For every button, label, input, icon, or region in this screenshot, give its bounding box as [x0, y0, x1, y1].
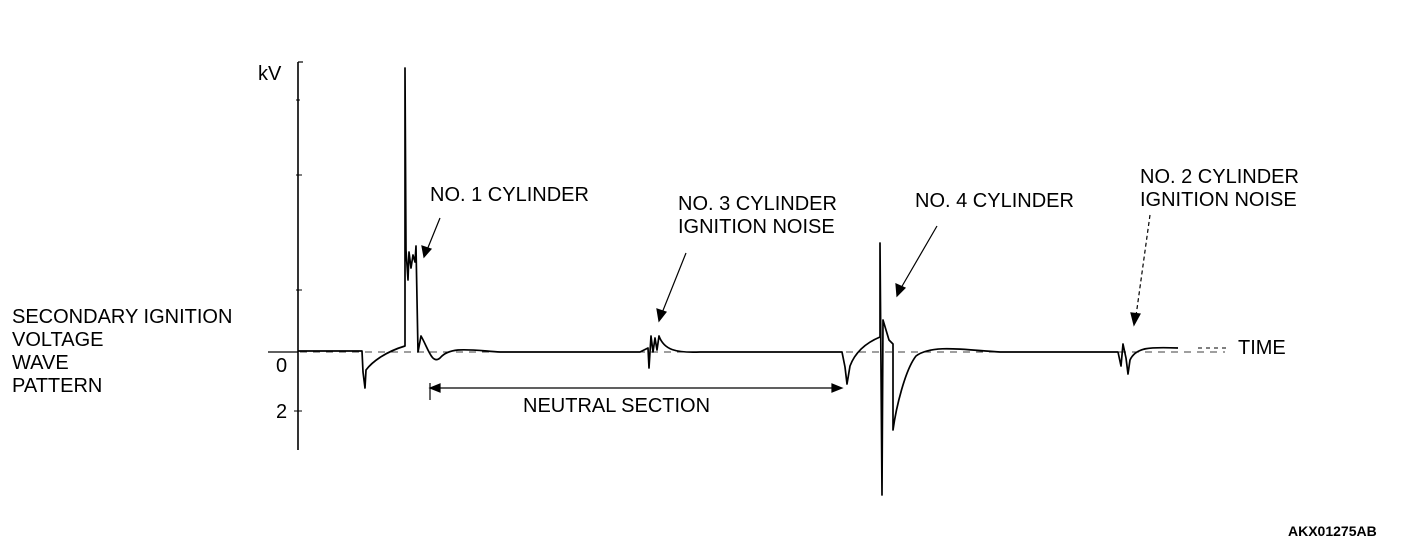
axis-tick-label-2: 2	[276, 401, 288, 423]
callout-cyl1: NO. 1 CYLINDER	[430, 184, 589, 206]
figure-code: AKX01275AB	[1288, 523, 1377, 539]
callout-cyl3-line-1: NO. 3 CYLINDER	[678, 193, 837, 215]
arrow-cyl3	[656, 252, 687, 323]
callout-cyl4: NO. 4 CYLINDER	[915, 190, 1074, 212]
arrow-cyl2	[1130, 214, 1151, 327]
left-label-line-2: VOLTAGE	[12, 329, 104, 351]
time-label: TIME	[1238, 337, 1286, 359]
axis-tick-label-0: 0	[276, 355, 288, 377]
neutral-section-label: NEUTRAL SECTION	[523, 395, 711, 417]
arrow-cyl1	[421, 217, 441, 259]
neutral-section-arrow	[428, 383, 844, 400]
waveform-trace	[298, 67, 1179, 496]
left-label-line-1: SECONDARY IGNITION	[12, 306, 233, 328]
left-label-line-3: WAVE	[12, 352, 69, 374]
callout-cyl3-line-2: IGNITION NOISE	[678, 216, 835, 238]
callout-cyl2-line-2: IGNITION NOISE	[1140, 189, 1297, 211]
left-label-line-4: PATTERN	[12, 375, 103, 397]
arrow-cyl4	[895, 225, 938, 298]
callout-cyl2-line-1: NO. 2 CYLINDER	[1140, 166, 1299, 188]
kv-unit-label: kV	[258, 63, 282, 85]
